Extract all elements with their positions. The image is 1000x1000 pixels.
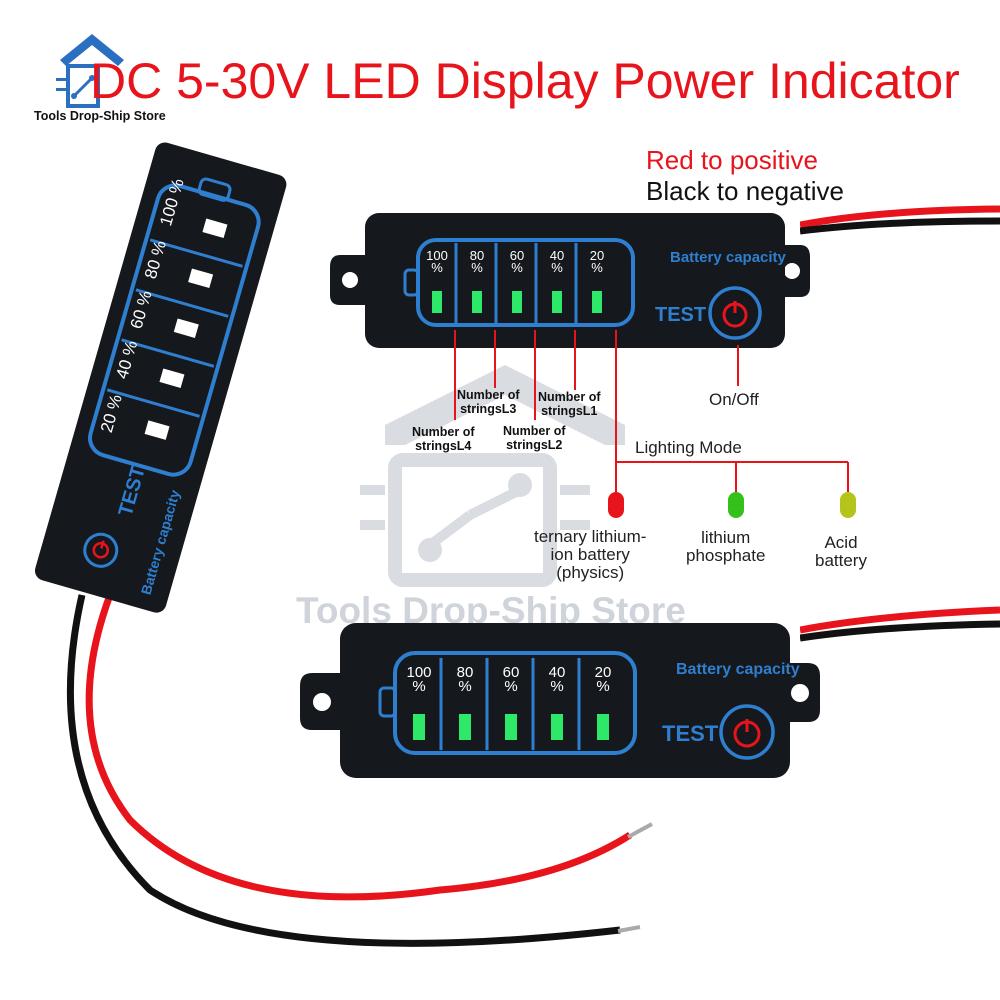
bottom-led-20 [597,714,609,740]
bottom-test-label: TEST [662,721,719,746]
page-title: DC 5-30V LED Display Power Indicator [90,53,960,109]
top-level-40: 40 [550,248,564,263]
top-led-20 [592,291,602,313]
top-level-100: 100 [426,248,448,263]
top-test-label: TEST [655,304,706,326]
module-top: 100%80%60%40%20% Battery capacity TEST [330,213,810,348]
bottom-battery-capacity: Battery capacity [676,661,800,678]
bottom-level-40: 40 [549,664,566,681]
watermark-logo [360,365,625,587]
lighting-dots [608,492,856,518]
led-red-icon [608,492,624,518]
led-yellow-icon [840,492,856,518]
bottom-level-80: 80 [457,664,474,681]
label-on-off: On/Off [709,390,759,409]
mode-lithium-phosphate: lithium phosphate [686,528,766,565]
top-level-60: 60 [510,248,524,263]
led-green-icon [728,492,744,518]
module-bottom: 100%80%60%40%20% Battery capacity TEST [300,623,820,778]
mode-ternary-lithium: ternary lithium- ion battery (physics) [534,527,647,582]
bottom-percent-60: % [504,678,517,695]
bottom-led-60 [505,714,517,740]
wires-left [66,593,653,947]
mode-acid-battery: Acid battery [815,533,867,570]
bottom-level-100: 100 [406,664,431,681]
bottom-led-40 [551,714,563,740]
bottom-led-80 [459,714,471,740]
top-led-40 [552,291,562,313]
top-battery-capacity: Battery capacity [670,249,787,266]
bottom-percent-100: % [412,678,425,695]
bottom-percent-20: % [596,678,609,695]
top-percent-20: % [591,260,603,275]
top-percent-40: % [551,260,563,275]
top-percent-100: % [431,260,443,275]
top-led-80 [472,291,482,313]
wire-red-label: Red to positive [646,145,818,175]
store-logo-icon [56,34,124,108]
top-percent-80: % [471,260,483,275]
wire-black-label: Black to negative [646,176,845,206]
vertical-module: 100 % 80 % 60 % 40 % 20 % TEST Battery c… [34,142,287,613]
wires-bottom [800,606,1000,642]
bottom-percent-40: % [550,678,563,695]
bottom-led-100 [413,714,425,740]
top-level-80: 80 [470,248,484,263]
bottom-level-20: 20 [595,664,612,681]
bottom-level-60: 60 [503,664,520,681]
store-name: Tools Drop-Ship Store [34,109,166,123]
bottom-percent-80: % [458,678,471,695]
top-level-20: 20 [590,248,604,263]
top-percent-60: % [511,260,523,275]
top-led-100 [432,291,442,313]
wires-top [800,205,1000,235]
label-lighting-mode: Lighting Mode [635,438,742,457]
top-led-60 [512,291,522,313]
